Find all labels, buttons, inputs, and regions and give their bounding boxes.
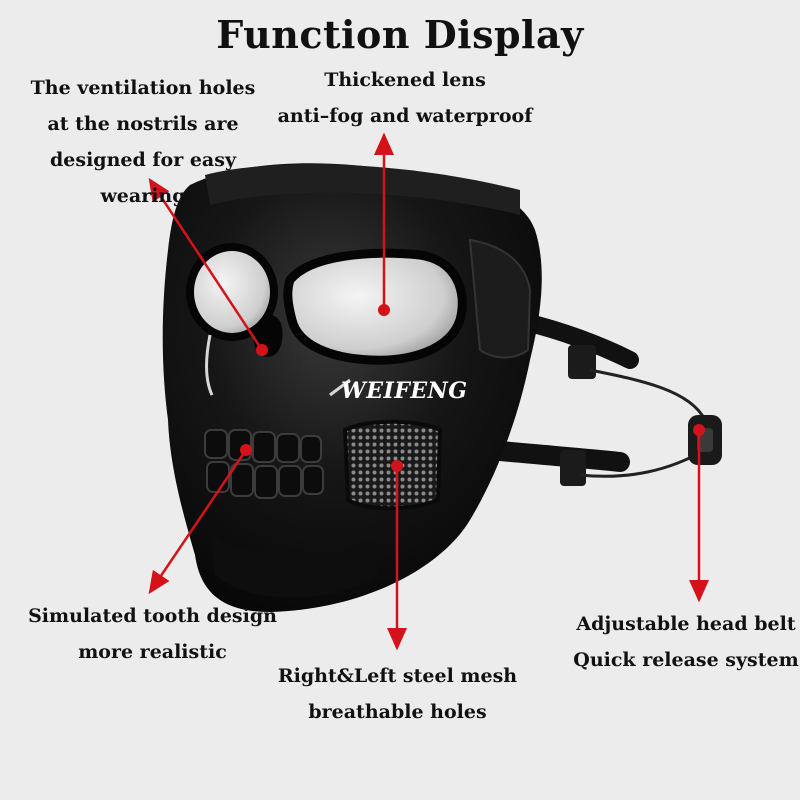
head-strap-upper <box>516 313 639 379</box>
callout-dots <box>240 304 705 472</box>
callout-line: designed for easy wearing <box>50 149 236 207</box>
callout-line: Quick release system <box>573 649 799 671</box>
dot-lens <box>378 304 390 316</box>
callout-tooth: Simulated tooth design more realistic <box>20 598 285 670</box>
skull-mask <box>162 163 542 612</box>
callout-line: Right&Left steel mesh <box>277 665 518 687</box>
dot-mesh <box>391 460 403 472</box>
page-title: Function Display <box>216 12 584 57</box>
callout-line: anti–fog and waterproof <box>277 105 533 127</box>
callout-line: more realistic <box>78 641 227 663</box>
dot-belt <box>693 424 705 436</box>
watermark-text: WEIFENG <box>341 378 468 404</box>
arrow-tooth <box>148 449 248 595</box>
dot-tooth <box>240 444 252 456</box>
callout-belt: Adjustable head belt Quick release syste… <box>572 606 800 678</box>
arrow-ventilation <box>148 177 264 351</box>
callout-line: at the nostrils are <box>47 113 239 135</box>
callout-ventilation: The ventilation holes at the nostrils ar… <box>8 70 278 214</box>
callout-line: The ventilation holes <box>30 77 256 99</box>
dot-ventilation <box>256 344 268 356</box>
callout-arrows <box>148 132 709 651</box>
head-strap-lower <box>480 440 630 486</box>
callout-lens: Thickened lens anti–fog and waterproof <box>270 62 540 134</box>
callout-line: breathable holes <box>308 701 487 723</box>
callout-line: Thickened lens <box>324 69 486 91</box>
callout-line: Adjustable head belt <box>576 613 796 635</box>
callout-line: Simulated tooth design <box>28 605 277 627</box>
callout-mesh: Right&Left steel mesh breathable holes <box>270 658 525 730</box>
